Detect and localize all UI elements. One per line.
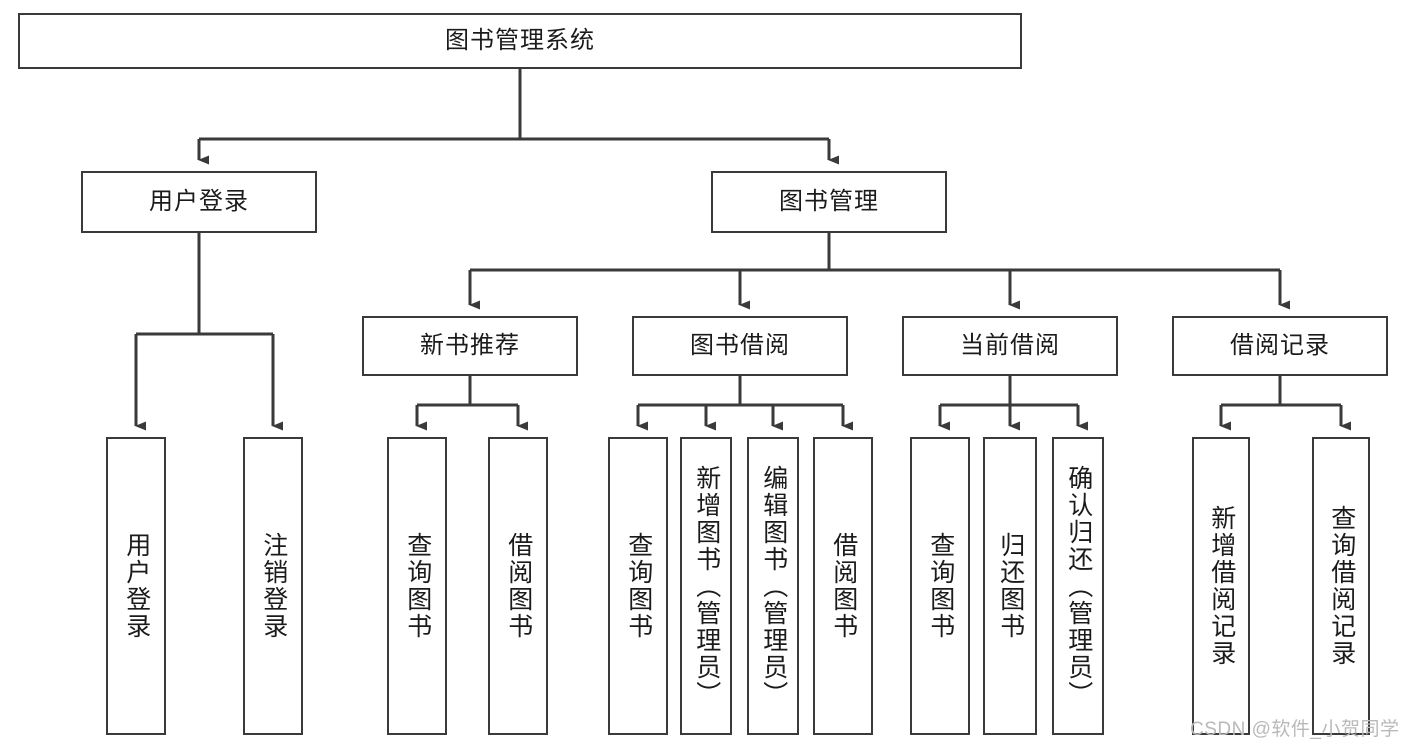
- node-label: 查询借阅记录: [1327, 505, 1356, 667]
- node-label: 查询图书: [403, 532, 432, 640]
- csdn-watermark: CSDN @软件_小贺同学: [1190, 719, 1400, 740]
- node-label: 查询图书: [926, 532, 955, 640]
- node-borrow-book-recommend[interactable]: 借阅图书: [488, 437, 548, 735]
- node-label: 新书推荐: [420, 331, 520, 359]
- node-query-book-recommend[interactable]: 查询图书: [387, 437, 447, 735]
- node-new-book-recommend[interactable]: 新书推荐: [362, 316, 578, 376]
- node-label: 查询图书: [624, 532, 653, 640]
- node-label: 注销登录: [259, 532, 288, 640]
- node-confirm-return-admin[interactable]: 确认归还（管理员）: [1052, 437, 1104, 735]
- node-user-logout[interactable]: 注销登录: [243, 437, 303, 735]
- node-label: 用户登录: [149, 187, 249, 215]
- node-label: 图书借阅: [690, 331, 790, 359]
- node-label: 图书管理系统: [445, 26, 595, 54]
- node-label: 当前借阅: [960, 331, 1060, 359]
- node-root-system[interactable]: 图书管理系统: [18, 13, 1022, 69]
- node-borrow-book-borrow[interactable]: 借阅图书: [813, 437, 873, 735]
- node-query-book-borrow[interactable]: 查询图书: [608, 437, 668, 735]
- node-label: 新增图书（管理员）: [692, 464, 721, 708]
- node-add-book-admin[interactable]: 新增图书（管理员）: [680, 437, 732, 735]
- node-add-borrow-record[interactable]: 新增借阅记录: [1192, 437, 1250, 735]
- node-label: 归还图书: [996, 532, 1025, 640]
- node-book-manage[interactable]: 图书管理: [711, 171, 947, 233]
- node-label: 编辑图书（管理员）: [759, 464, 788, 708]
- node-label: 用户登录: [122, 532, 151, 640]
- node-return-book[interactable]: 归还图书: [983, 437, 1037, 735]
- node-borrow-record[interactable]: 借阅记录: [1172, 316, 1388, 376]
- node-label: 借阅图书: [829, 532, 858, 640]
- node-label: 借阅记录: [1230, 331, 1330, 359]
- node-user-login-do[interactable]: 用户登录: [106, 437, 166, 735]
- node-current-borrow[interactable]: 当前借阅: [902, 316, 1118, 376]
- node-label: 借阅图书: [504, 532, 533, 640]
- node-label: 确认归还（管理员）: [1064, 464, 1093, 708]
- node-label: 新增借阅记录: [1207, 505, 1236, 667]
- node-label: 图书管理: [779, 187, 879, 215]
- node-query-book-current[interactable]: 查询图书: [910, 437, 970, 735]
- node-edit-book-admin[interactable]: 编辑图书（管理员）: [747, 437, 799, 735]
- node-user-login[interactable]: 用户登录: [81, 171, 317, 233]
- node-query-borrow-record[interactable]: 查询借阅记录: [1312, 437, 1370, 735]
- node-book-borrow[interactable]: 图书借阅: [632, 316, 848, 376]
